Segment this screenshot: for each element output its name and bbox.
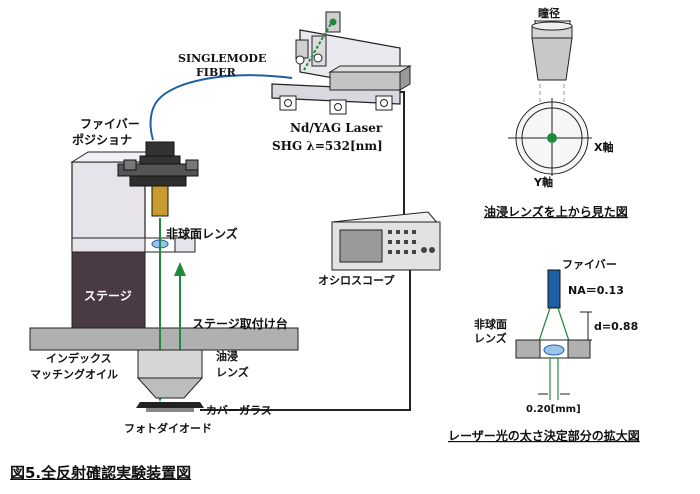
width-label: 0.20[mm] [526, 404, 581, 415]
detail-lens-label-1: 非球面 [474, 317, 507, 331]
oil-immersion-lens [136, 349, 204, 412]
cover-glass-label: カバーガラス [206, 403, 272, 417]
laser-assembly [271, 11, 412, 115]
detail-fiber-label: ファイバー [562, 258, 617, 271]
top-view-lens [508, 20, 592, 176]
oscilloscope-label: オシロスコープ [318, 273, 395, 287]
detail-view [515, 269, 592, 400]
detail-caption: レーザー光の太さ決定部分の拡大図 [448, 428, 640, 443]
stage-mount-label: ステージ取付け台 [192, 316, 288, 331]
photodiode-label: フォトダイオード [124, 421, 212, 435]
laser-label-1: Nd/YAG Laser [290, 121, 383, 135]
top-view-caption: 油浸レンズを上から見た図 [484, 204, 628, 219]
distance-label: d=0.88 [594, 320, 638, 333]
x-axis-label: X軸 [594, 140, 613, 154]
positioner-label-1: ファイバー [80, 117, 140, 131]
fiber-label-1: SINGLEMODE [178, 52, 266, 65]
index-matching-label-1: インデックス [46, 351, 112, 365]
oil-lens-label-1: 油浸 [216, 349, 238, 363]
positioner-label-2: ポジショナ [72, 132, 132, 147]
stage-label: ステージ [84, 289, 132, 303]
na-label: NA＝0.13 [568, 284, 624, 297]
oscilloscope [331, 211, 442, 271]
fiber-label-2: FIBER [196, 66, 237, 79]
figure-caption: 図5.全反射確認実験装置図 [10, 464, 192, 482]
detail-lens-label-2: レンズ [474, 331, 507, 345]
y-axis-label: Y軸 [533, 175, 553, 189]
singlemode-fiber-cable [149, 74, 293, 141]
aspheric-lens-label: 非球面レンズ [166, 226, 238, 241]
scope-signal-cable [200, 246, 411, 411]
fiber-positioner [117, 141, 199, 217]
oil-lens-label-2: レンズ [216, 365, 249, 379]
beam-arrow-up [174, 262, 186, 276]
laser-scope-cable [400, 91, 405, 226]
index-matching-label-2: マッチングオイル [30, 367, 118, 381]
laser-label-2: SHG λ=532[nm] [272, 139, 383, 153]
pupil-label: 瞳径 [538, 6, 560, 20]
